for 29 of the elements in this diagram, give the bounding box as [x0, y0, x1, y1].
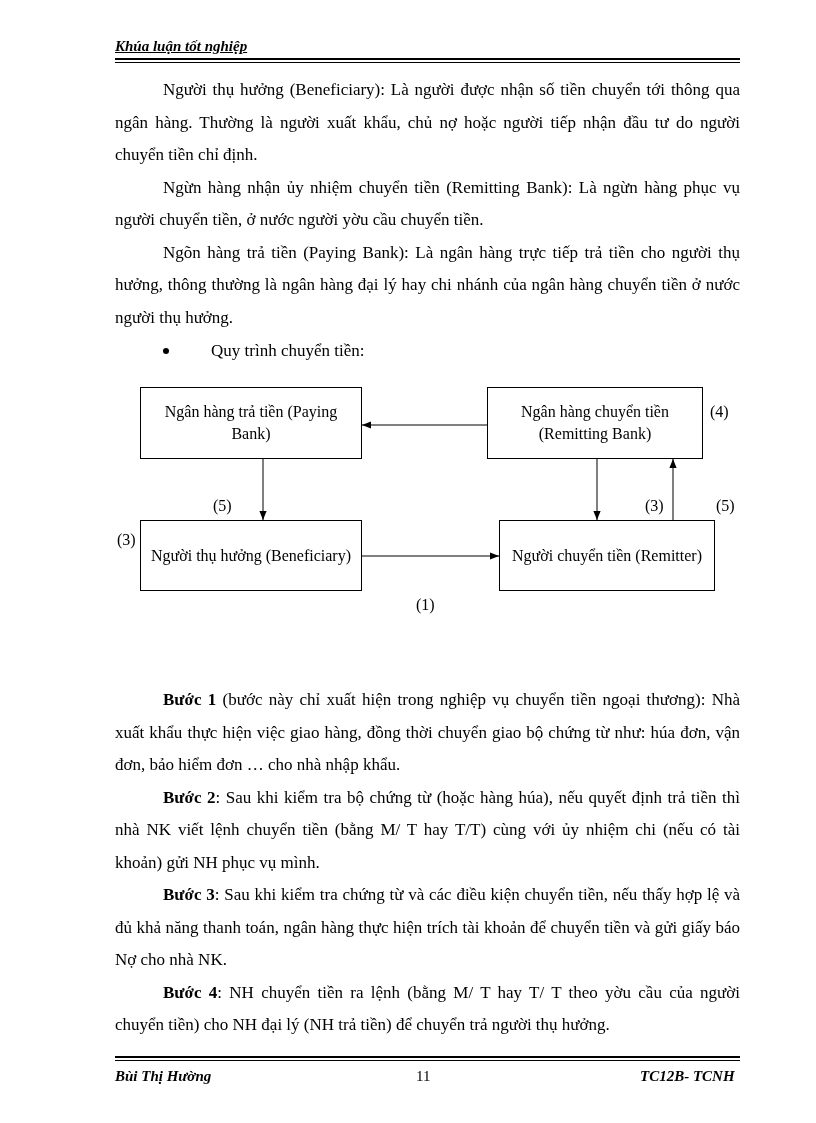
paragraph: Bước 2: Sau khi kiểm tra bộ chứng từ (hoặc hàng húa), nếu quyết định trả tiền thì nhà NK viết lệnh chuyển tiền (bằng M/ T hay T/T) cùng với ủy nhiệm chi (nếu có tài khoản) gửi NH phục vụ mình.: [115, 786, 740, 874]
process-box: [487, 387, 703, 459]
paragraph: Bước 3: Sau khi kiểm tra chứng từ và các điều kiện chuyển tiền, nếu thấy hợp lệ và đủ khả năng thanh toán, ngân hàng thực hiện trích tài khoản để chuyển tiền và gửi giấy báo Nợ cho nhà NK.: [115, 884, 740, 971]
paragraph: Người thụ hưởng (Beneficiary): Là người được nhận số tiền chuyển tới thông qua ngân hàng. Thường là người xuất khẩu, chủ nợ hoặc người tiếp nhận đầu tư do người chuyển tiền chỉ định.: [115, 79, 740, 166]
box-label: Người thụ hưởng (Beneficiary): [150, 545, 352, 567]
step-number: (1): [416, 596, 435, 614]
footer-text: Bùi Thị Hường: [115, 1068, 212, 1085]
bullet-text: Quy trình chuyển tiền:: [211, 341, 365, 361]
page-number: 11: [416, 1068, 431, 1085]
process-box: [140, 520, 362, 591]
box-label: Người chuyển tiền (Remitter): [511, 545, 703, 567]
arrow: [669, 458, 677, 521]
arrow: [259, 458, 267, 521]
arrow: [361, 552, 500, 560]
process-box: [140, 387, 362, 459]
step-number: (5): [213, 497, 232, 515]
arrow: [361, 421, 488, 429]
box-label: Ngân hàng trả tiền (Paying Bank): [163, 402, 339, 444]
page-header: Khúa luận tốt nghiệp: [115, 38, 248, 55]
paragraph: Ngừn hàng nhận ủy nhiệm chuyển tiền (Remitting Bank): Là ngừn hàng phục vụ người chuyển tiền, ở nước người yờu cầu chuyển tiền.: [115, 176, 740, 231]
step-number: (5): [716, 497, 735, 515]
step-number: (3): [645, 497, 664, 515]
paragraph: Bước 4: NH chuyển tiền ra lệnh (bằng M/ T hay T/ T theo yờu cầu của người chuyển tiền) cho NH đại lý (NH trả tiền) để chuyển trả người thụ hưởng.: [115, 981, 740, 1036]
paragraph: Bước 1 (bước này chỉ xuất hiện trong nghiệp vụ chuyển tiền ngoại thương): Nhà xuất khẩu thực hiện việc giao hàng, đồng thời chuyển giao bộ chứng từ như: húa đơn, vận đơn, bảo hiểm đơn … cho nhà nhập khẩu.: [115, 689, 740, 776]
paragraph: Ngõn hàng trả tiền (Paying Bank): Là ngân hàng trực tiếp trả tiền cho người thụ hưởng, thông thường là ngân hàng đại lý hay chi nhánh của ngân hàng chuyển tiền ở nước người thụ hưởng.: [115, 241, 740, 329]
box-label: Ngân hàng chuyển tiền (Remitting Bank): [520, 402, 670, 445]
process-box: [499, 520, 715, 591]
footer-text: TC12B- TCNH: [640, 1068, 735, 1085]
arrow: [593, 458, 601, 521]
